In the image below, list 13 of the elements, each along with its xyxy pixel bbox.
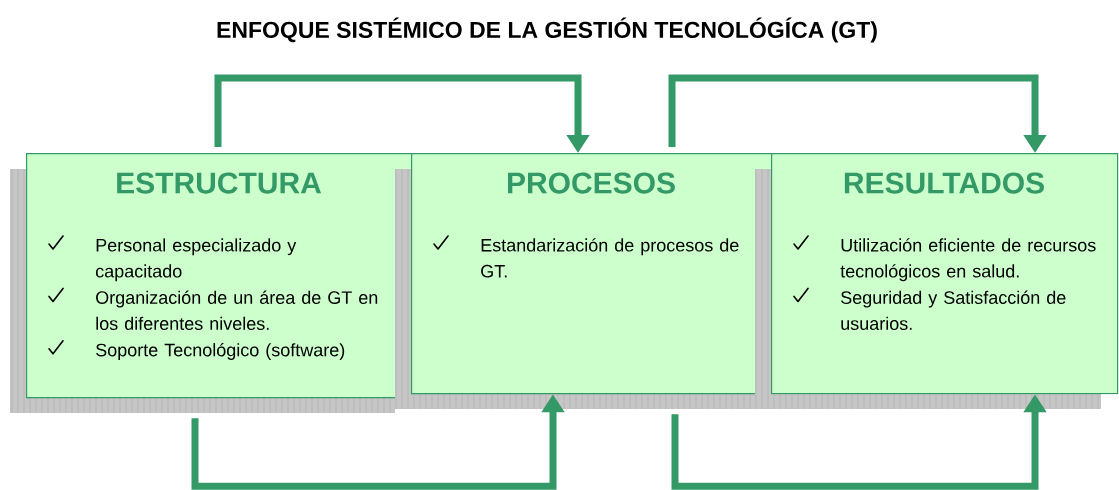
process-box [771, 153, 1119, 395]
bullet-item: Estandarización de procesos de GT. [481, 238, 739, 278]
bullet-item: Seguridad y Satisfacción de usuarios. [841, 290, 1066, 330]
bullet-item: Soporte Tecnológico (software) [96, 342, 345, 360]
title: ENFOQUE SISTÉMICO DE LA GESTIÓN TECNOLÓGÍCA (GT) [217, 17, 877, 43]
process-box [411, 153, 773, 395]
bullet-item: Organización de un área de GT en los diferentes niveles. [96, 290, 378, 330]
box-heading: ESTRUCTURA [117, 172, 322, 194]
bullet-item: Utilización eficiente de recursos tecnológicos en salud. [840, 238, 1096, 282]
process-box [26, 153, 413, 399]
box-heading: RESULTADOS [844, 172, 1044, 194]
bullet-item: Personal especializado y capacitado [95, 238, 297, 282]
box-heading: PROCESOS [508, 172, 675, 194]
